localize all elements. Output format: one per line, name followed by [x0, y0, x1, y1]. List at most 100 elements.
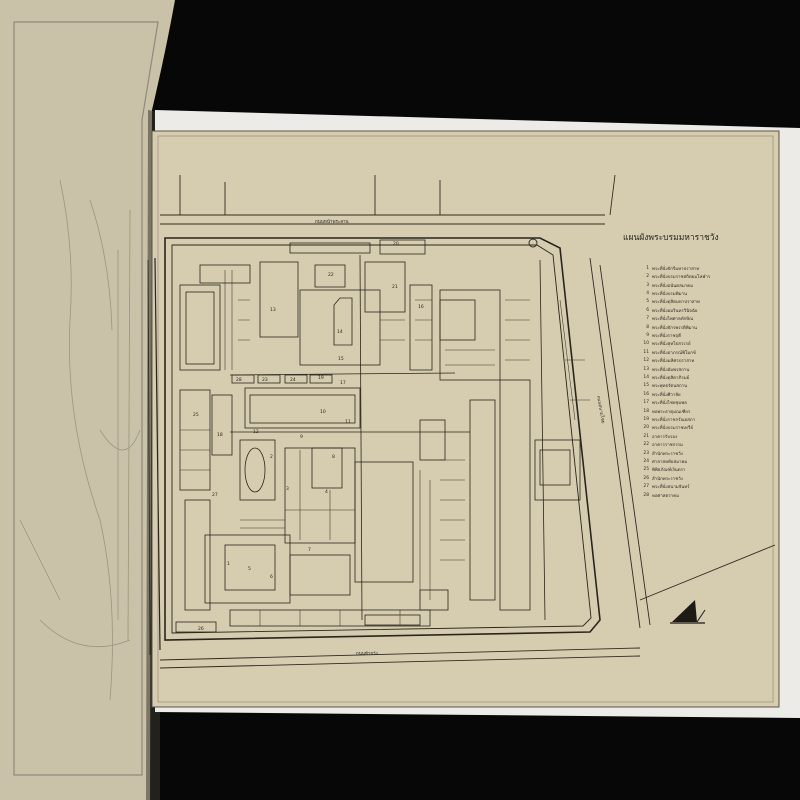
- legend-number: 17: [643, 400, 649, 406]
- north-arrow-icon: [670, 600, 706, 624]
- legend-number: 28: [643, 492, 649, 498]
- legend-number: 3: [646, 282, 649, 288]
- building-number: 23: [262, 378, 268, 383]
- legend-number: 12: [643, 358, 649, 364]
- legend-text: พระที่นั่งดุสิดาภิรมย์: [652, 375, 690, 381]
- legend-text: พระที่นั่งบรมพิมาน: [652, 291, 687, 297]
- legend-number: 10: [643, 341, 649, 347]
- legend-text: พระที่นั่งบรมราชเทวีย์: [652, 426, 693, 432]
- left-page-surface: [0, 0, 175, 800]
- legend-text: พิพิธภัณฑ์เงินตรา: [652, 468, 686, 474]
- legend-text: พระที่นั่งสุทไธสวรรย์: [652, 342, 691, 348]
- legend-text: พระที่นั่งราชกรัณยสภา: [652, 418, 696, 424]
- building-number: 1: [227, 562, 230, 567]
- legend-text: พระที่นั่งอนันตสมาคม: [652, 283, 694, 289]
- legend-text: อาคารรับรอง: [652, 434, 678, 440]
- legend-text: พระที่นั่งราชฤดี: [652, 333, 681, 339]
- building-number: 27: [212, 493, 218, 498]
- legend-number: 27: [643, 484, 649, 490]
- legend-number: 19: [643, 417, 649, 423]
- legend-text: พระที่นั่งมหิศรปราสาท: [652, 359, 695, 365]
- legend-number: 2: [646, 274, 649, 280]
- legend-text: พระที่นั่งสนามจันทร์: [652, 485, 690, 491]
- legend-text: ศาลาสหทัยสมาคม: [652, 460, 688, 466]
- building-number: 4: [325, 490, 328, 495]
- legend-text: สำนักพระราชวัง: [652, 476, 683, 482]
- building-number: 10: [320, 410, 326, 415]
- legend-number: 14: [643, 374, 649, 380]
- palace-buildings: [175, 239, 581, 633]
- map-title: แผนผังพระบรมมหาราชวัง: [623, 233, 719, 243]
- legend-number: 22: [643, 442, 649, 448]
- legend-number: 24: [643, 459, 649, 465]
- legend-text: พระที่นั่งไชยชุมพล: [652, 401, 687, 407]
- legend-text: สำนักพระราชวัง: [652, 451, 683, 457]
- building-number: 12: [253, 430, 259, 435]
- legend-number: 16: [643, 391, 649, 397]
- building-number: 21: [392, 285, 398, 290]
- legend-text: อาคารราชกรรม: [652, 443, 683, 449]
- legend-number: 7: [646, 316, 649, 322]
- legend-text: พระที่นั่งจักรีมหาปราสาท: [652, 266, 700, 272]
- building-number: 14: [337, 330, 343, 335]
- legend-text: พระที่นั่งดุสิตมหาปราสาท: [652, 300, 700, 306]
- legend-number: 11: [643, 349, 649, 355]
- building-number: 19: [318, 376, 324, 381]
- road-label-south: ถนนท้ายวัง: [356, 652, 378, 657]
- building-number: 3: [286, 487, 289, 492]
- building-number: 18: [217, 433, 223, 438]
- legend-text: พระที่นั่งจักรพรรดิพิมาน: [652, 325, 697, 331]
- legend-number: 4: [646, 290, 649, 296]
- legend-number: 20: [643, 425, 649, 431]
- building-number: 5: [248, 567, 251, 572]
- legend-text: พระที่นั่งศิวาลัย: [652, 392, 681, 398]
- legend-text: พระพุทธรัตนสถาน: [652, 384, 688, 390]
- building-number: 28: [236, 378, 242, 383]
- map-paper: [152, 131, 779, 707]
- legend-number: 5: [646, 299, 649, 305]
- building-number: 9: [300, 435, 303, 440]
- building-number: 20: [393, 242, 399, 247]
- building-number: 11: [345, 420, 351, 425]
- building-number: 7: [308, 548, 311, 553]
- legend-number: 9: [646, 332, 649, 338]
- left-page-frame: [13, 21, 159, 776]
- building-number: 15: [338, 357, 344, 362]
- building-number: 13: [270, 308, 276, 313]
- building-number: 26: [198, 627, 204, 632]
- legend-number: 8: [646, 324, 649, 330]
- legend-text: พระที่นั่งบรมราชสถิตยมโหฬาร: [652, 275, 711, 281]
- building-number: 17: [340, 381, 346, 386]
- legend-number: 15: [643, 383, 649, 389]
- legend-text: หอพระธาตุมณเฑียร: [652, 409, 691, 415]
- street-lines: [159, 174, 776, 669]
- legend-text: พระที่นั่งอัมพรสถาน: [652, 367, 690, 373]
- legend-text: พระที่นั่งไพศาลทักษิณ: [652, 317, 694, 323]
- building-number: 2: [270, 455, 273, 460]
- map-detail: [180, 270, 590, 626]
- building-number: 24: [290, 378, 296, 383]
